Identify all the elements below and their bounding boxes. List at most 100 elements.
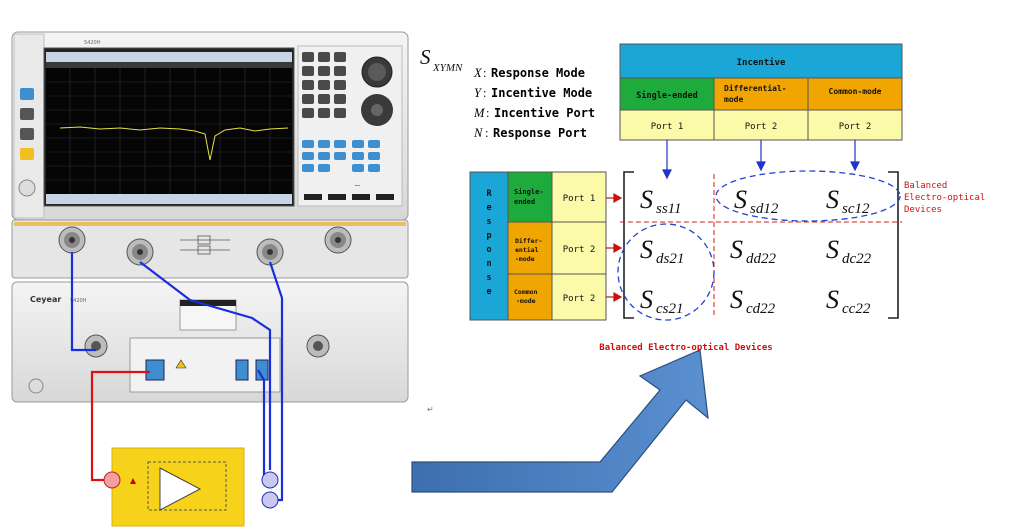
- response-port-3-cell: [551, 273, 607, 321]
- rf-port-lower-left[interactable]: [84, 334, 108, 358]
- keypad-key-blue[interactable]: [368, 140, 380, 148]
- keypad-key[interactable]: [334, 94, 346, 104]
- softkey[interactable]: [328, 194, 346, 200]
- keypad-key[interactable]: [302, 52, 314, 62]
- power-button-top[interactable]: [18, 179, 36, 197]
- keypad-key-blue[interactable]: [352, 140, 364, 148]
- analyzer-status-bar: [46, 194, 292, 204]
- response-mode-diff-text-1: Differ-: [515, 237, 542, 245]
- s-sd12-symbol: S: [734, 185, 747, 214]
- analyzer-left-button-3[interactable]: [20, 128, 34, 140]
- incentive-port-3-cell: [807, 109, 903, 141]
- incentive-header-cell: [619, 43, 903, 79]
- matrix-bracket-right: [888, 171, 899, 319]
- keypad-key[interactable]: [318, 108, 330, 118]
- keypad-key-blue[interactable]: [302, 152, 314, 160]
- keypad-key[interactable]: [334, 66, 346, 76]
- s-sc12-sub: sc12: [842, 201, 870, 217]
- s-dd22-sub: dd22: [746, 251, 777, 267]
- keypad-key[interactable]: [302, 94, 314, 104]
- s-sc12-symbol: S: [826, 185, 839, 214]
- keypad-key[interactable]: [334, 108, 346, 118]
- softkey[interactable]: [376, 194, 394, 200]
- response-port-1: Port 1: [563, 194, 596, 204]
- response-letter: n: [486, 259, 491, 269]
- legend-var-n: N: [473, 126, 483, 140]
- rf-port-4[interactable]: [256, 238, 284, 266]
- response-arrows: [606, 192, 623, 303]
- keypad-key-blue[interactable]: [318, 140, 330, 148]
- keypad-key[interactable]: [318, 52, 330, 62]
- keypad-key-blue[interactable]: [368, 164, 380, 172]
- s-dc22-sub: dc22: [842, 251, 872, 267]
- optical-input-port-1[interactable]: [235, 359, 249, 381]
- analyzer-model-bottom: S420H: [70, 298, 87, 304]
- s-cs21-sub: cs21: [656, 301, 684, 317]
- analyzer-plot-area: [46, 68, 292, 194]
- balanced-bottom-caption: Balanced Electro-optical Devices: [599, 342, 772, 353]
- balanced-right-line-3: Devices: [904, 205, 942, 215]
- softkey[interactable]: [352, 194, 370, 200]
- keypad-key-blue[interactable]: [302, 140, 314, 148]
- incentive-mode-diff-text-1: Differential-: [724, 83, 787, 93]
- keypad-key[interactable]: [334, 80, 346, 90]
- incentive-mode-diff-text-2: mode: [724, 95, 743, 104]
- legend-text-x: Response Mode: [491, 66, 585, 80]
- legend-colon: :: [483, 86, 486, 100]
- response-letter: e: [486, 203, 491, 213]
- keypad-key[interactable]: [318, 66, 330, 76]
- keypad-key[interactable]: [318, 80, 330, 90]
- keypad-key-blue[interactable]: [352, 164, 364, 172]
- response-port-1-cell: [551, 171, 607, 223]
- keypad-key-blue[interactable]: [318, 152, 330, 160]
- response-mode-common: [507, 273, 553, 321]
- incentive-table: Incentive Single-ended Differential- mod…: [619, 43, 903, 141]
- analyzer-left-button-1[interactable]: [20, 88, 34, 100]
- keypad-key[interactable]: [302, 66, 314, 76]
- analyzer-left-button-4[interactable]: [20, 148, 34, 160]
- keypad-key[interactable]: [302, 108, 314, 118]
- rf-port-1[interactable]: [58, 226, 86, 254]
- keypad-key-blue[interactable]: [318, 164, 330, 172]
- keypad-key[interactable]: [302, 80, 314, 90]
- response-mode-diff-text-3: -mode: [515, 255, 535, 263]
- formula-block: S XYMN X : Response Mode Y : Incentive M…: [420, 45, 595, 140]
- dut-output-pad-1[interactable]: [261, 471, 279, 489]
- s-dc22-symbol: S: [826, 235, 839, 264]
- legend-text-n: Response Port: [493, 126, 587, 140]
- analyzer-model-top: S420H: [84, 40, 101, 46]
- legend-colon: :: [485, 126, 488, 140]
- device-under-test: [103, 447, 279, 527]
- keypad-key[interactable]: [318, 94, 330, 104]
- optical-input-port-2[interactable]: [255, 359, 269, 381]
- keypad-key-blue[interactable]: [334, 140, 346, 148]
- s-cd22-sub: cd22: [746, 301, 776, 317]
- legend-text-m: Incentive Port: [494, 106, 595, 120]
- matrix-bracket-left: [623, 171, 634, 319]
- response-mode-single-text-2: ended: [514, 198, 535, 206]
- response-mode-common-text-1: Common: [514, 288, 538, 296]
- keypad-key-blue[interactable]: [334, 152, 346, 160]
- paragraph-mark: ↵: [427, 405, 434, 414]
- incentive-port-3: Port 2: [839, 122, 872, 132]
- keypad-key-blue[interactable]: [368, 152, 380, 160]
- dut-input-pad[interactable]: [103, 471, 121, 489]
- optical-output-port[interactable]: [145, 359, 165, 381]
- s-ds21-symbol: S: [640, 235, 653, 264]
- keypad-key-blue[interactable]: [302, 164, 314, 172]
- softkey[interactable]: [304, 194, 322, 200]
- incentive-port-1: Port 1: [651, 122, 684, 132]
- dut-output-pad-2[interactable]: [261, 491, 279, 509]
- legend-var-x: X: [473, 66, 483, 80]
- incentive-mode-single-text: Single-ended: [636, 90, 697, 101]
- analyzer-left-button-2[interactable]: [20, 108, 34, 120]
- rf-port-lower-right[interactable]: [306, 334, 330, 358]
- power-button-bottom[interactable]: [28, 378, 44, 394]
- s-ss11-sub: ss11: [656, 201, 682, 217]
- keypad-key-blue[interactable]: [352, 152, 364, 160]
- response-table: R e s p o n s e Single- ended Differ- en…: [469, 171, 607, 321]
- keypad-key[interactable]: [334, 52, 346, 62]
- rf-port-2[interactable]: [324, 226, 352, 254]
- rf-port-3[interactable]: [126, 238, 154, 266]
- s-ds21-sub: ds21: [656, 251, 684, 267]
